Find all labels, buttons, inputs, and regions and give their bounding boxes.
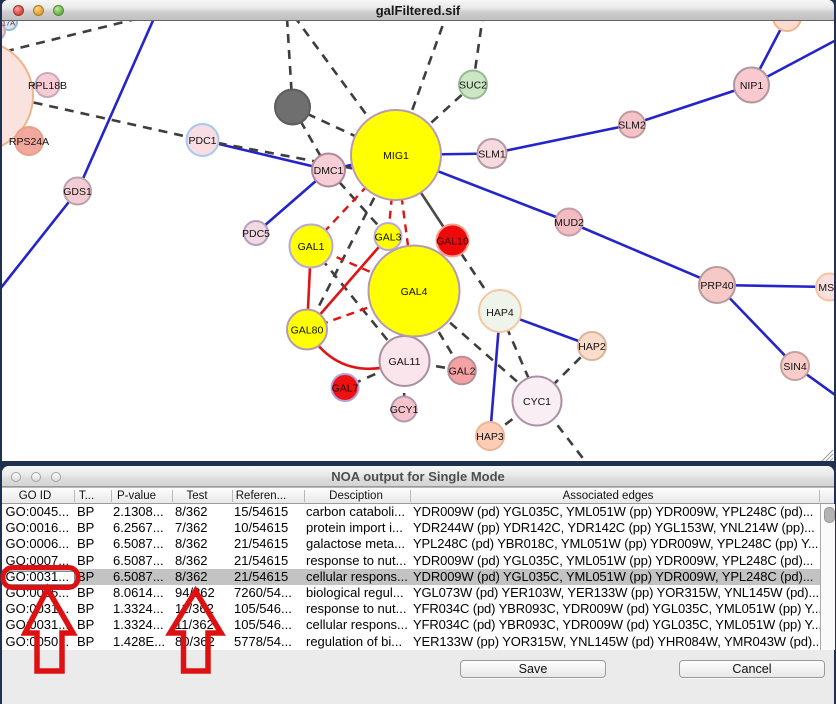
svg-text:SUC2: SUC2 — [459, 80, 487, 92]
svg-text:GAL2: GAL2 — [449, 366, 476, 378]
svg-text:GAL3: GAL3 — [375, 232, 402, 244]
svg-text:CYC1: CYC1 — [523, 396, 551, 408]
svg-text:GDS1: GDS1 — [63, 186, 92, 198]
svg-text:NIP1: NIP1 — [740, 80, 764, 92]
svg-text:17A: 17A — [2, 21, 15, 28]
svg-text:MIG1: MIG1 — [383, 150, 409, 162]
svg-text:PDC1: PDC1 — [188, 135, 216, 147]
svg-text:HAP4: HAP4 — [486, 307, 514, 319]
svg-text:RPS24A: RPS24A — [9, 136, 49, 148]
svg-text:GAL80: GAL80 — [291, 325, 324, 337]
svg-text:GAL1: GAL1 — [298, 241, 325, 253]
svg-text:GAL10: GAL10 — [436, 236, 469, 248]
svg-text:GAL11: GAL11 — [389, 356, 421, 368]
svg-text:SIN4: SIN4 — [783, 361, 807, 373]
svg-text:RPL18B: RPL18B — [28, 80, 67, 92]
svg-text:HAP2: HAP2 — [578, 341, 606, 353]
svg-text:DMC1: DMC1 — [314, 165, 344, 177]
svg-text:HAP3: HAP3 — [476, 431, 504, 443]
svg-text:GAL7: GAL7 — [332, 383, 359, 395]
svg-text:GCY1: GCY1 — [390, 404, 419, 416]
svg-text:SLM2: SLM2 — [618, 120, 646, 132]
svg-text:MUD2: MUD2 — [554, 217, 584, 229]
svg-text:PDC5: PDC5 — [242, 228, 270, 240]
svg-text:SLM1: SLM1 — [478, 149, 506, 161]
svg-text:PRP40: PRP40 — [700, 280, 733, 292]
svg-text:GAL4: GAL4 — [401, 286, 428, 298]
svg-text:MSN: MSN — [818, 282, 834, 294]
